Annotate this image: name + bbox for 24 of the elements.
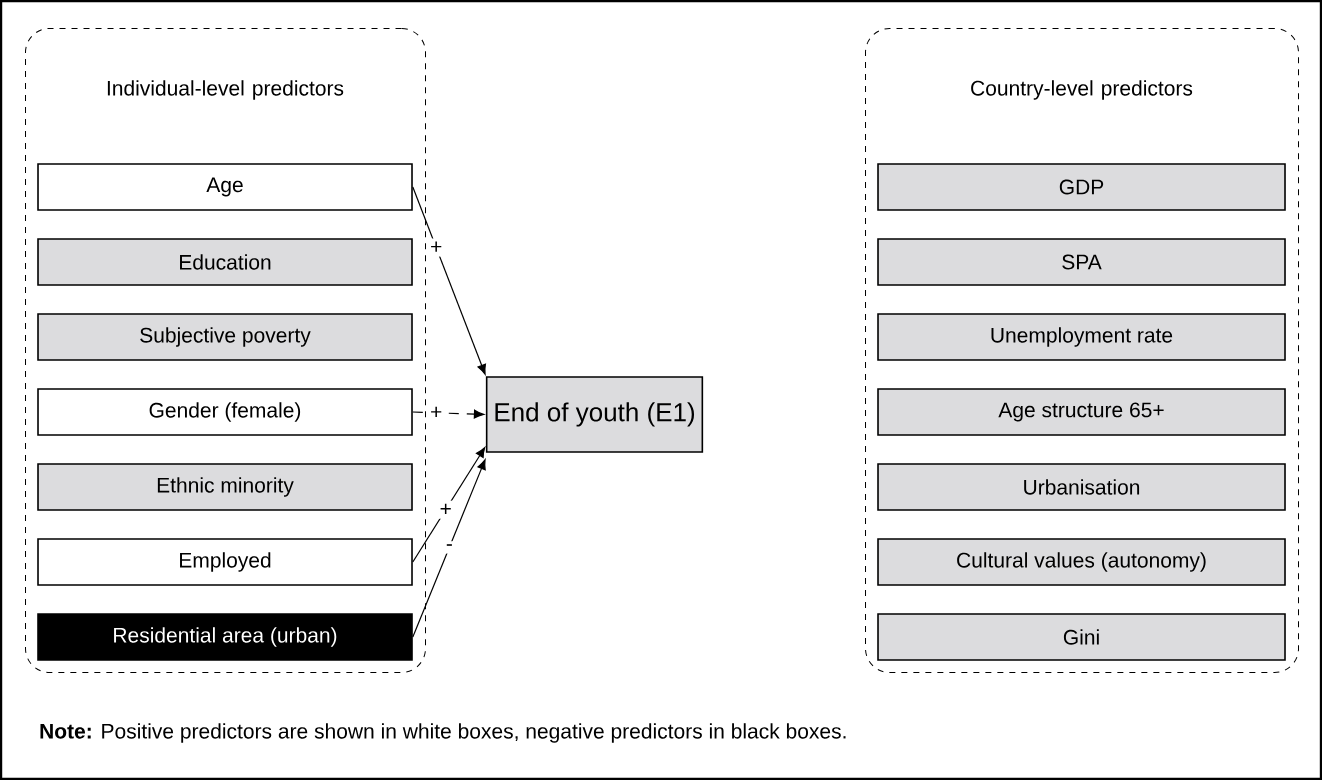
edge-label: + [427, 238, 446, 257]
arrow [412, 459, 486, 638]
edge-label: + [427, 403, 446, 422]
outcome-box: End of youth (E1) [485, 376, 704, 453]
predictor-box: SPA [877, 238, 1286, 286]
predictor-box: Cultural values (autonomy) [877, 538, 1286, 586]
note-text: Note: Positive predictors are shown in white boxes, negative predictors in black boxes. [40, 723, 846, 743]
arrow [412, 447, 486, 563]
predictor-box: Gender (female) [37, 388, 413, 436]
predictor-box: GDP [877, 163, 1286, 211]
predictor-box: Age [37, 163, 413, 211]
predictor-box: Employed [37, 538, 413, 586]
predictor-box: Unemployment rate [877, 313, 1286, 361]
predictor-box: Subjective poverty [37, 313, 413, 361]
edge-label: + [436, 500, 455, 519]
arrow [412, 186, 486, 375]
arrow [412, 409, 485, 419]
predictor-box: Residential area (urban) [37, 613, 413, 661]
predictor-box: Gini [877, 613, 1286, 661]
edge-label: - [442, 541, 456, 554]
predictor-box: Education [37, 238, 413, 286]
predictor-box: Age structure 65+ [877, 388, 1286, 436]
predictor-box: Ethnic minority [37, 463, 413, 511]
predictor-box: Urbanisation [877, 463, 1286, 511]
